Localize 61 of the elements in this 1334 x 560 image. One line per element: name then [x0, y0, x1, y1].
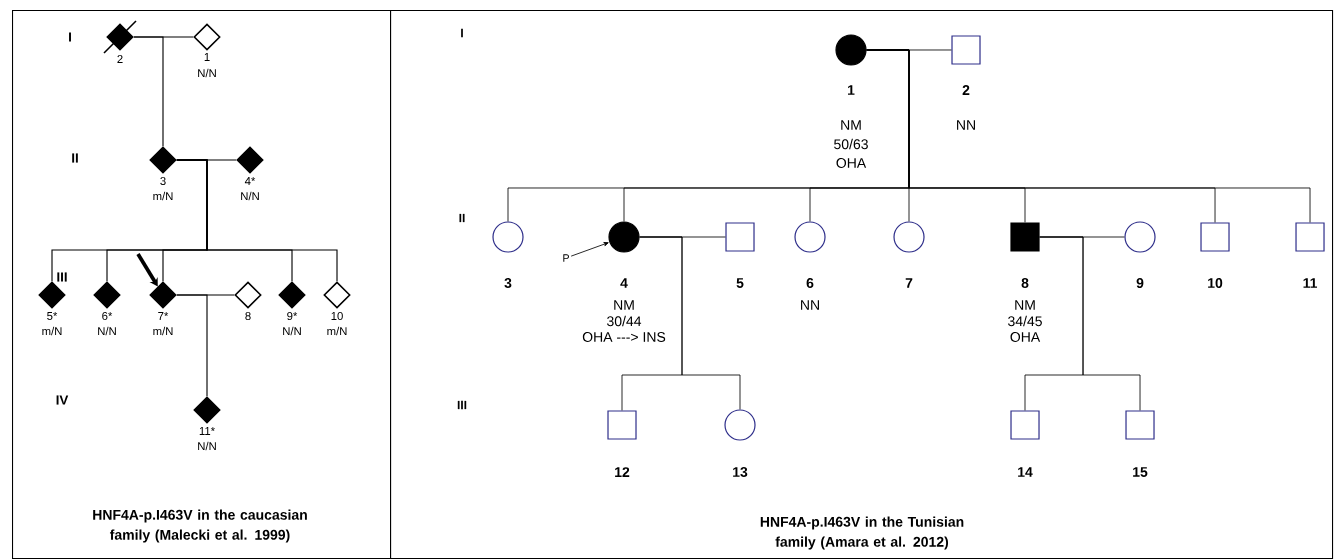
- descent-line: [176, 159, 338, 282]
- individual-number: 7*: [158, 312, 169, 320]
- individual-number: 5: [736, 278, 744, 288]
- descent-line: [639, 236, 741, 410]
- individual-number: 3: [504, 278, 512, 288]
- descent-line: [1039, 236, 1141, 411]
- individual-number: 4*: [244, 177, 256, 185]
- generation-numeral: III: [457, 400, 467, 410]
- descent-line: [133, 36, 164, 147]
- annotation-text: 30/44: [607, 315, 642, 327]
- proband-arrow: [570, 242, 609, 257]
- annotation-text: N/N: [283, 326, 301, 336]
- individual-number: 6: [806, 278, 814, 288]
- individual-number: 9: [1136, 278, 1144, 288]
- annotation-text: NM: [614, 300, 634, 310]
- individual-number: 15: [1133, 467, 1148, 477]
- annotation-text: m/N: [327, 326, 347, 336]
- individual-number: 11*: [199, 427, 215, 435]
- individual-number: 4: [620, 278, 628, 288]
- individual-number: 13: [733, 467, 748, 477]
- individual-number: 1: [848, 85, 855, 95]
- individual-number: 12: [615, 467, 630, 477]
- descent-line: [866, 49, 1311, 223]
- annotation-text: NM: [1015, 300, 1035, 310]
- annotation-text: N/N: [98, 326, 116, 336]
- individual-number: 3: [160, 177, 166, 185]
- generation-numeral: II: [72, 153, 78, 163]
- individual-number: 2: [117, 55, 123, 63]
- individual-number: 9*: [287, 312, 298, 320]
- annotation-text: 34/45: [1008, 315, 1042, 327]
- individual-number: 10: [331, 312, 343, 320]
- annotation-text: 50/63: [834, 138, 868, 150]
- annotation-text: N/N: [198, 68, 216, 78]
- annotation-text: N/N: [198, 441, 216, 451]
- generation-numeral: III: [57, 272, 67, 282]
- generation-numeral: I: [461, 28, 463, 38]
- generation-numeral: II: [459, 213, 465, 223]
- annotation-text: NM: [841, 120, 861, 130]
- individual-number: 11: [1303, 278, 1317, 288]
- annotation-text: OHA: [1010, 332, 1041, 342]
- individual-number: 8: [245, 312, 251, 320]
- individual-number: 14: [1018, 467, 1033, 477]
- annotation-text: NN: [957, 120, 975, 130]
- annotation-text: OHA: [836, 158, 867, 168]
- annotation-text: m/N: [42, 326, 62, 336]
- annotation-text: OHA ---> INS: [582, 332, 666, 342]
- individual-number: 8: [1021, 278, 1029, 288]
- annotation-text: NN: [801, 300, 819, 310]
- individual-number: 5*: [47, 312, 58, 320]
- descent-line: [176, 294, 208, 397]
- annotation-text: N/N: [241, 191, 259, 201]
- individual-number: 7: [905, 278, 913, 288]
- proband-letter: P: [563, 254, 569, 262]
- generation-numeral: I: [69, 32, 71, 42]
- individual-number: 6*: [102, 312, 113, 320]
- individual-number: 2: [962, 85, 970, 95]
- generation-numeral: IV: [56, 395, 69, 405]
- individual-number: 10: [1208, 278, 1223, 288]
- annotation-text: m/N: [153, 191, 173, 201]
- individual-number: 1: [204, 53, 210, 61]
- annotation-text: m/N: [153, 326, 173, 336]
